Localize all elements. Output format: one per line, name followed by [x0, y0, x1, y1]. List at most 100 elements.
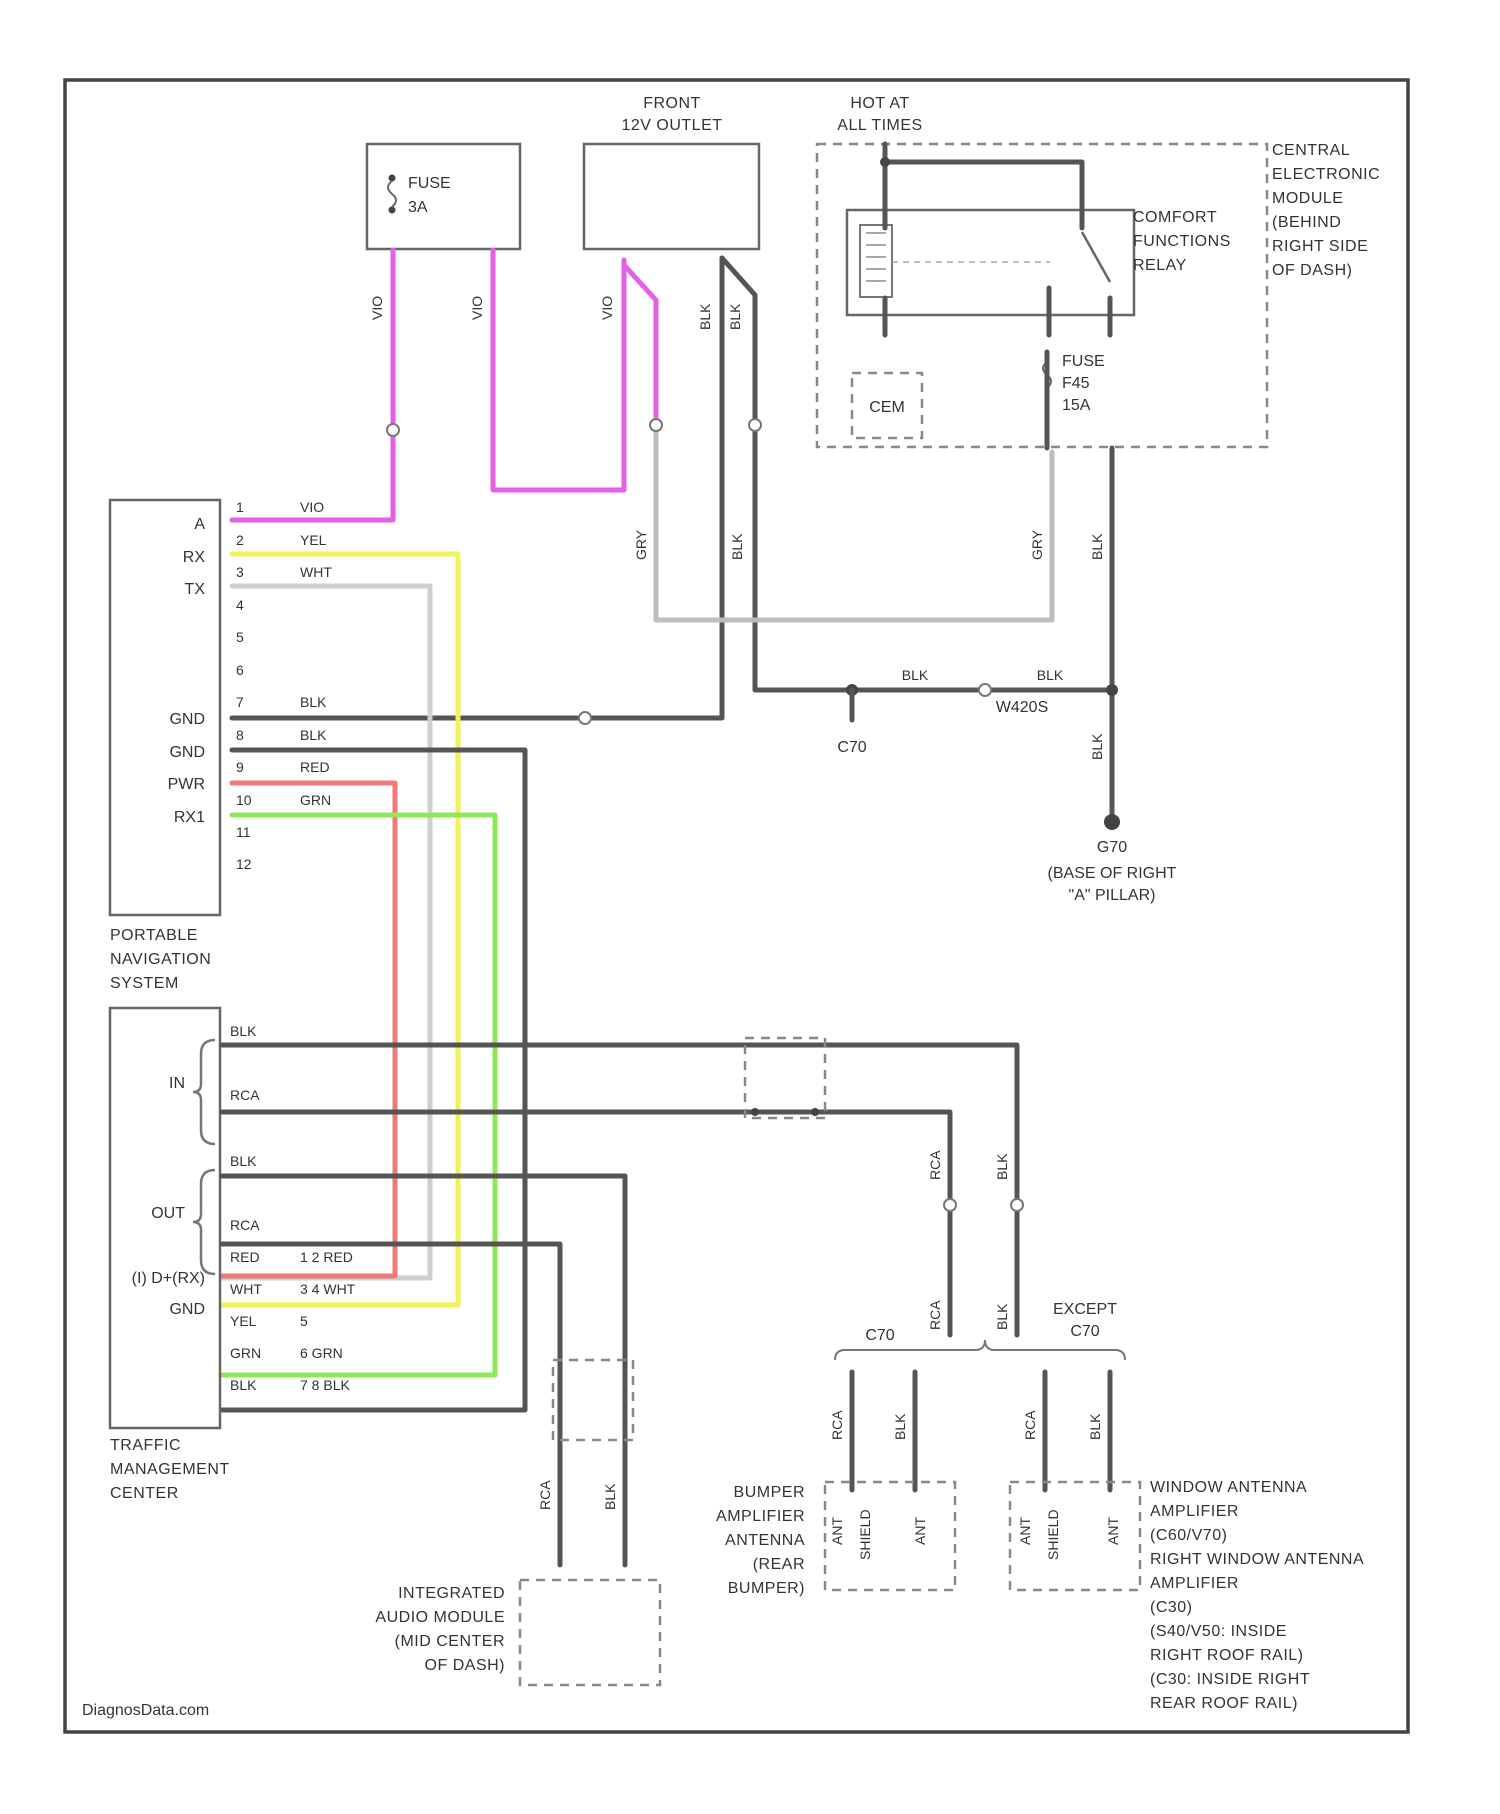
g70-label: G70 [1097, 839, 1127, 856]
vlabel-rca-5: RCA [1022, 1410, 1038, 1440]
window-line-9: (C30: INSIDE RIGHT [1150, 1671, 1310, 1688]
wire-label-blk-7: BLK [300, 694, 327, 710]
vlabel-gry-1: GRY [633, 529, 649, 560]
nav-pin-label-tx: TX [185, 581, 206, 598]
vlabel-vio-1: VIO [369, 296, 385, 320]
fuse-3a: FUSE 3A [367, 144, 520, 249]
harness-t3: 5 [300, 1313, 308, 1329]
relay-line-3: RELAY [1133, 257, 1187, 274]
g70-line-1: (BASE OF RIGHT [1048, 865, 1177, 882]
bumper-line-1: BUMPER [734, 1484, 805, 1501]
branch-left-label: C70 [865, 1327, 894, 1344]
wire-label-vio: VIO [300, 499, 324, 515]
vlabel-rca-1: RCA [927, 1150, 943, 1180]
tmc-wire-blk-out: BLK [230, 1153, 257, 1169]
window-line-5: AMPLIFIER [1150, 1575, 1239, 1592]
vlabel-rca-4: RCA [829, 1410, 845, 1440]
traffic-management-center: TRAFFIC MANAGEMENT CENTER IN OUT (I) D+(… [110, 1008, 230, 1502]
nav-pin-8: 8 [236, 727, 244, 743]
nav-pin-10: 10 [236, 792, 252, 808]
nav-pin-6: 6 [236, 662, 244, 678]
wire-grn [222, 815, 495, 1375]
tmc-wire-blkt: BLK [230, 1377, 257, 1393]
tmc-line-1: TRAFFIC [110, 1437, 181, 1454]
audio-line-2: AUDIO MODULE [375, 1609, 505, 1626]
hot-at-label-1: HOT AT [850, 95, 909, 112]
tmc-gnd-label: GND [169, 1301, 205, 1318]
nav-line-3: SYSTEM [110, 975, 179, 992]
tmc-wire-red: RED [230, 1249, 260, 1265]
wire-label-red: RED [300, 759, 330, 775]
window-line-8: RIGHT ROOF RAIL) [1150, 1647, 1304, 1664]
nav-pin-2: 2 [236, 532, 244, 548]
harness-t5: 7 8 BLK [300, 1377, 350, 1393]
vlabel-rca-2: RCA [927, 1300, 943, 1330]
nav-pin-4: 4 [236, 597, 244, 613]
wire-blk-1: BLK [902, 667, 929, 683]
cem-line-6: OF DASH) [1272, 262, 1352, 279]
tmc-line-3: CENTER [110, 1485, 179, 1502]
cem-small-label: CEM [869, 399, 905, 416]
branch-right-label-1: EXCEPT [1053, 1301, 1117, 1318]
bumper-shield: SHIELD [857, 1509, 873, 1560]
integrated-audio-module: INTEGRATED AUDIO MODULE (MID CENTER OF D… [375, 1580, 660, 1685]
tmc-wire-grn: GRN [230, 1345, 261, 1361]
vlabel-rca-3: RCA [537, 1480, 553, 1510]
tmc-out-label: OUT [151, 1205, 185, 1222]
nav-pin-7: 7 [236, 694, 244, 710]
portable-navigation-system: A RX TX GND GND PWR RX1 1 2 3 4 5 6 7 8 … [110, 499, 252, 992]
cem-line-1: CENTRAL [1272, 142, 1350, 159]
window-ant: ANT [1017, 1517, 1033, 1545]
comfort-functions-relay: COMFORT FUNCTIONS RELAY [847, 209, 1231, 315]
window-line-7: (S40/V50: INSIDE [1150, 1623, 1287, 1640]
fuse-f45-rating: 15A [1062, 397, 1091, 414]
tmc-wire-yel: YEL [230, 1313, 257, 1329]
window-line-4: RIGHT WINDOW ANTENNA [1150, 1551, 1364, 1568]
wire-vio-fuse-nav [232, 250, 393, 520]
fuse-3a-label: FUSE [408, 175, 451, 192]
nav-pin-5: 5 [236, 629, 244, 645]
cem-line-2: ELECTRONIC [1272, 166, 1380, 183]
fuse-f45: FUSE F45 15A [1043, 353, 1105, 414]
w420s-label: W420S [996, 699, 1048, 716]
watermark: DiagnosData.com [82, 1702, 209, 1719]
tmc-ign-label: (I) D+(RX) [132, 1270, 205, 1287]
harness-t2: 3 4 WHT [300, 1281, 356, 1297]
vlabel-blk-5: BLK [1089, 733, 1105, 760]
wire-blk-2: BLK [1037, 667, 1064, 683]
wire-yel [222, 554, 458, 1305]
tmc-wire-blk-in: BLK [230, 1023, 257, 1039]
window-antenna-amplifier: ANT SHIELD ANT WINDOW ANTENNA AMPLIFIER … [1010, 1479, 1364, 1712]
c70-splice-label: C70 [837, 739, 866, 756]
audio-line-1: INTEGRATED [398, 1585, 505, 1602]
vlabel-blk-8: BLK [602, 1483, 618, 1510]
nav-pin-label-gnd1: GND [169, 711, 205, 728]
window-shield: SHIELD [1045, 1509, 1061, 1560]
outlet-label-2: 12V OUTLET [621, 117, 722, 134]
tmc-line-2: MANAGEMENT [110, 1461, 230, 1478]
nav-pin-3: 3 [236, 564, 244, 580]
harness-t4: 6 GRN [300, 1345, 343, 1361]
tmc-in-label: IN [169, 1075, 185, 1092]
fuse-f45-label: FUSE [1062, 353, 1105, 370]
nav-pin-label-gnd2: GND [169, 744, 205, 761]
bumper-amplifier-antenna: ANT SHIELD ANT BUMPER AMPLIFIER ANTENNA … [716, 1482, 955, 1597]
harness-t1: 1 2 RED [300, 1249, 353, 1265]
relay-line-1: COMFORT [1133, 209, 1217, 226]
bumper-line-5: BUMPER) [728, 1580, 805, 1597]
audio-line-4: OF DASH) [425, 1657, 505, 1674]
nav-pin-label-a: A [194, 516, 205, 533]
vlabel-vio-2: VIO [469, 296, 485, 320]
nav-line-2: NAVIGATION [110, 951, 211, 968]
tmc-wire-rca-in: RCA [230, 1087, 260, 1103]
bumper-line-2: AMPLIFIER [716, 1508, 805, 1525]
hot-at-label-2: ALL TIMES [837, 117, 922, 134]
cem-line-5: RIGHT SIDE [1272, 238, 1368, 255]
bumper-line-4: (REAR [753, 1556, 805, 1573]
branch-right-label-2: C70 [1070, 1323, 1099, 1340]
window-line-6: (C30) [1150, 1599, 1193, 1616]
vlabel-vio-3: VIO [599, 296, 615, 320]
bumper-ant-2: ANT [912, 1517, 928, 1545]
vlabel-blk-1: BLK [697, 303, 713, 330]
cem-small: CEM [852, 373, 922, 438]
